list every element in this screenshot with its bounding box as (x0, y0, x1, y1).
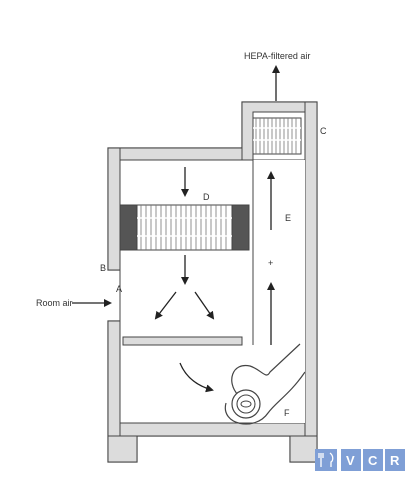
cabinet-top-panel (107, 147, 254, 161)
label-plus: + (268, 258, 273, 268)
label-a: A (116, 284, 122, 294)
watermark-letter-v: V (346, 453, 355, 468)
watermark-box-icon (315, 449, 337, 471)
label-c: C (320, 126, 327, 136)
cabinet-right-wall (304, 101, 318, 437)
cabinet-leg-left (107, 435, 138, 463)
cabinet-left-wall-lower (107, 320, 121, 437)
downflow-left-arrow (154, 291, 177, 320)
label-d: D (203, 192, 210, 202)
blower-intake-arrow (179, 362, 214, 393)
watermark-letter-c: C (368, 453, 378, 468)
work-surface (122, 336, 243, 346)
cabinet-base (107, 422, 318, 437)
label-e: E (285, 213, 291, 223)
fork-knife-icon (318, 452, 334, 467)
cabinet-left-wall-upper (107, 147, 121, 271)
rear-plenum (253, 160, 305, 423)
label-f: F (284, 408, 290, 418)
downflow-right-arrow (194, 291, 215, 320)
watermark-logo: V C R (315, 449, 405, 471)
watermark-letter-r: R (390, 453, 400, 468)
cabinet-leg-right (289, 435, 318, 463)
supply-hepa-filter (119, 204, 250, 251)
label-room-air: Room air (36, 298, 73, 308)
label-hepa-filtered-air: HEPA-filtered air (244, 51, 310, 61)
airflow-arrows (72, 65, 280, 393)
label-b: B (100, 263, 106, 273)
exhaust-hepa-filter (252, 117, 302, 155)
blower-fan (224, 343, 306, 425)
